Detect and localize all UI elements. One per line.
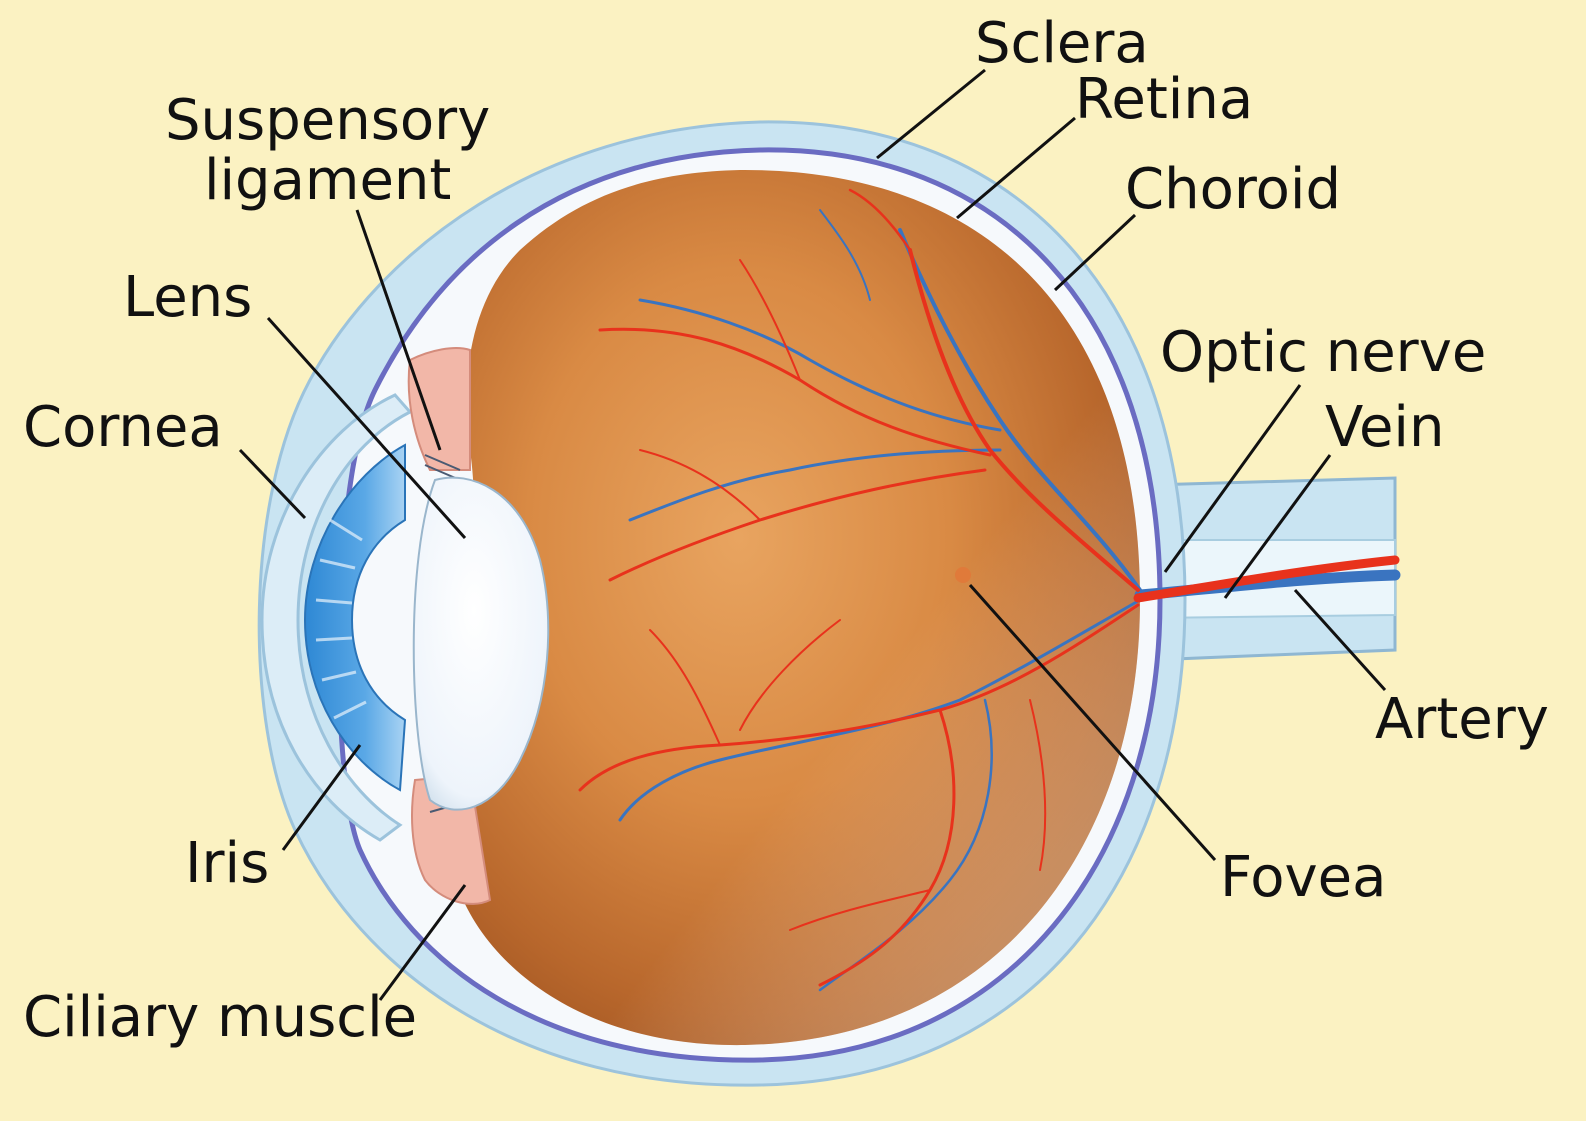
label-vein: Vein xyxy=(1325,400,1444,456)
label-cornea: Cornea xyxy=(23,400,223,456)
label-ciliary-muscle: Ciliary muscle xyxy=(23,990,417,1046)
label-optic-nerve: Optic nerve xyxy=(1160,325,1486,381)
label-sclera: Sclera xyxy=(975,16,1149,72)
fovea-spot xyxy=(955,567,971,583)
label-suspensory-ligament-line1: Suspensory xyxy=(165,93,490,149)
label-suspensory-ligament: Suspensory ligament xyxy=(165,93,490,209)
label-suspensory-ligament-line2: ligament xyxy=(165,153,490,209)
interior-highlight xyxy=(448,170,1140,1045)
label-fovea: Fovea xyxy=(1220,850,1386,906)
label-lens: Lens xyxy=(123,270,252,326)
label-choroid: Choroid xyxy=(1125,162,1341,218)
optic-nerve-shape xyxy=(1150,478,1395,660)
label-retina: Retina xyxy=(1075,72,1253,128)
label-iris: Iris xyxy=(185,836,269,892)
label-artery: Artery xyxy=(1375,692,1549,748)
